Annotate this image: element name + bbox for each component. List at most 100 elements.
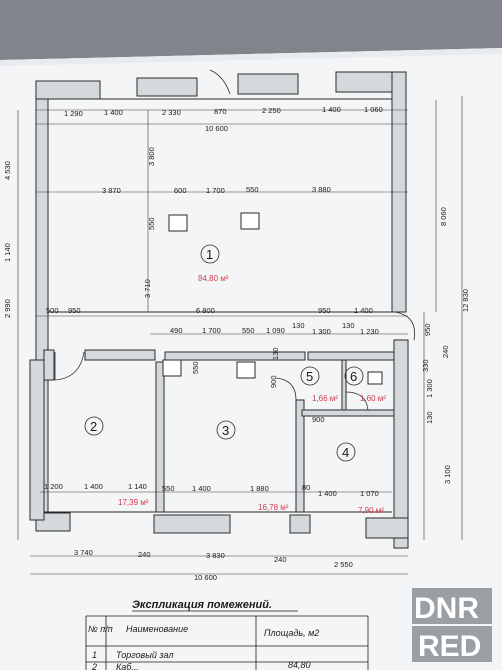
explication-title: Экспликация помежений.: [132, 599, 272, 611]
dim-c-4: 1 090: [266, 326, 285, 335]
room-1-marker: [200, 244, 220, 264]
room-3-number: 3: [222, 423, 229, 438]
watermark-line-1: DNR: [414, 592, 479, 625]
dim-bottom-5: 2 550: [334, 560, 353, 569]
dim-b-3: 6 800: [196, 306, 215, 315]
dim-bottom-2: 240: [138, 550, 151, 559]
dim-top-3: 2 330: [162, 108, 181, 117]
dim-top-4: 870: [214, 107, 227, 116]
doors: [54, 69, 415, 411]
dim-inner-7: 130: [271, 347, 280, 360]
dim-top-6: 1 400: [322, 105, 341, 114]
dim-bottom-total: 10 600: [194, 573, 217, 582]
room-5-marker: [300, 366, 320, 386]
dim-left-1: 4 530: [3, 161, 12, 180]
room-6-area: 1,60 м²: [360, 394, 386, 403]
dim-c-5: 130: [292, 321, 305, 330]
dim-top-1: 1 290: [64, 109, 83, 118]
dim-d-7: 80: [302, 483, 310, 492]
dimension-lines: [17, 96, 463, 575]
dim-d-3: 1 140: [128, 482, 147, 491]
dim-bottom-1: 3 740: [74, 548, 93, 557]
explication-row-2-num: 2: [91, 662, 97, 670]
dim-right-7: 130: [425, 411, 434, 424]
room-3-marker: [216, 420, 236, 440]
dim-right-2: 12 830: [461, 289, 470, 312]
room-5-number: 5: [306, 369, 313, 384]
paper-shadow: [0, 0, 502, 60]
explication-row-1-name: Торговый зал: [116, 650, 173, 660]
dim-top-total: 10 600: [205, 124, 228, 133]
dim-d-9: 1 070: [360, 489, 379, 498]
dim-a-2: 600: [174, 186, 187, 195]
explication-row-1-num: 1: [92, 650, 97, 660]
explication-header-name: Наименование: [126, 624, 188, 634]
room-2-area: 17,39 м²: [118, 498, 149, 507]
room-6-marker: [344, 366, 364, 386]
room-5-area: 1,66 м²: [312, 394, 338, 403]
dim-c-3: 550: [242, 326, 255, 335]
dim-c-7: 130: [342, 321, 355, 330]
dim-right-8: 3 100: [443, 465, 452, 484]
dim-c-6: 1 300: [312, 327, 331, 336]
room-6-number: 6: [350, 369, 357, 384]
columns: [162, 212, 260, 379]
dim-inner-5: 900: [269, 375, 278, 388]
dim-b-2: 950: [68, 306, 81, 315]
dim-b-1: 500: [46, 306, 59, 315]
dim-c-2: 1 700: [202, 326, 221, 335]
dim-bottom-4: 240: [274, 555, 287, 564]
dim-c-8: 1 230: [360, 327, 379, 336]
room-2-number: 2: [90, 419, 97, 434]
watermark-box-2: [412, 626, 492, 662]
dim-a-4: 550: [246, 185, 259, 194]
room-1-area: 84,80 м²: [198, 274, 229, 283]
dim-right-1: 8 060: [439, 207, 448, 226]
watermark-line-2: RED: [418, 630, 481, 663]
walls: [29, 71, 409, 549]
explication-row-1-area: 84,80: [288, 660, 311, 670]
dim-d-5: 1 400: [192, 484, 211, 493]
dim-left-3: 2 990: [3, 299, 12, 318]
dim-inner-3: 3 710: [143, 279, 152, 298]
dim-d-2: 1 400: [84, 482, 103, 491]
explication-row-2-name: Каб...: [116, 662, 139, 670]
dim-top-5: 2 250: [262, 106, 281, 115]
dim-right-4: 240: [441, 345, 450, 358]
explication-header-num: № п/п: [88, 624, 113, 634]
dim-a-3: 1 700: [206, 186, 225, 195]
room-4-area: 7,90 м²: [358, 506, 384, 515]
dim-d-1: 1 200: [44, 482, 63, 491]
dim-d-4: 550: [162, 484, 175, 493]
dim-d-8: 1 400: [318, 489, 337, 498]
paper-top: [0, 48, 502, 66]
dim-bottom-3: 3 830: [206, 551, 225, 560]
dim-right-6: 1 300: [425, 379, 434, 398]
watermark-box-1: [412, 588, 492, 624]
dim-b-4: 950: [318, 306, 331, 315]
dim-b-5: 1 400: [354, 306, 373, 315]
dim-d-6: 1 880: [250, 484, 269, 493]
room-1-number: 1: [206, 247, 213, 262]
dim-inner-1: 3 800: [147, 147, 156, 166]
toilet-fixture: [367, 371, 383, 385]
dim-a-5: 3 880: [312, 185, 331, 194]
dim-top-2: 1 400: [104, 108, 123, 117]
dim-inner-4: 550: [191, 361, 200, 374]
dim-inner-6: 900: [312, 415, 325, 424]
wall-lines: [44, 98, 392, 513]
dim-c-1: 490: [170, 326, 183, 335]
room-3-area: 16,78 м²: [258, 503, 289, 512]
room-2-marker: [84, 416, 104, 436]
dim-top-7: 1 060: [364, 105, 383, 114]
room-4-number: 4: [342, 445, 349, 460]
dim-inner-2: 550: [147, 217, 156, 230]
dim-right-5: 330: [421, 359, 430, 372]
explication-header-area: Площадь, м2: [264, 628, 319, 638]
dim-right-3: 950: [423, 323, 432, 336]
dim-left-2: 1 140: [3, 243, 12, 262]
dim-a-1: 3 870: [102, 186, 121, 195]
explication-table: [85, 615, 369, 670]
